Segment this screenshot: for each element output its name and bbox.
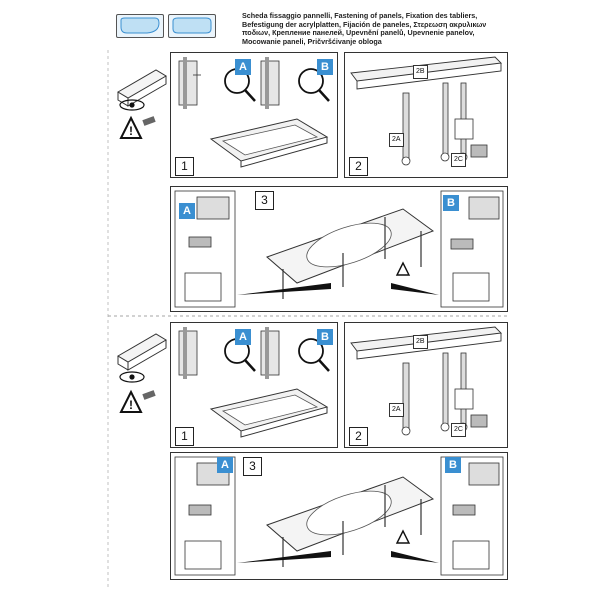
warning-icon: ! (119, 115, 156, 139)
label-2b: 2B (413, 65, 428, 79)
step-number: 2 (349, 427, 368, 446)
step-number: 1 (175, 427, 194, 446)
bathtub-thumbnail-icon (168, 14, 216, 38)
badge-a: A (235, 329, 251, 345)
step-2-panel: 2B 2A 2C 2 (344, 52, 508, 178)
badge-a: A (217, 457, 233, 473)
clip-icon (188, 504, 212, 516)
bathtub-thumbnail-icon (116, 14, 164, 38)
step-3-panel: A B 3 (170, 452, 508, 580)
panel-icon (196, 196, 230, 220)
step-number: 1 (175, 157, 194, 176)
label-2c: 2C (451, 423, 466, 437)
step-3-drawing (174, 190, 504, 308)
title-line: Befestigung der acrylplatten, Fijación d… (242, 19, 487, 29)
bathtub-outline-icon (172, 17, 212, 34)
clip-icon (188, 236, 212, 248)
screw-icon (401, 156, 411, 166)
label-2b: 2B (413, 335, 428, 349)
bathtub-outline-icon (120, 17, 160, 34)
badge-a: A (235, 59, 251, 75)
warning-icon: ! (119, 389, 156, 413)
step-2-panel: 2B 2A 2C 2 (344, 322, 508, 448)
badge-b: B (317, 329, 333, 345)
badge-b: B (445, 457, 461, 473)
svg-text:!: ! (129, 398, 133, 412)
step-3-panel: A B 3 (170, 186, 508, 312)
badge-a: A (179, 203, 195, 219)
label-2a: 2A (389, 403, 404, 417)
label-2c: 2C (451, 153, 466, 167)
eye-icon (119, 99, 145, 111)
step-1-drawing (178, 57, 330, 168)
step-number: 2 (349, 157, 368, 176)
page-title: Scheda fissaggio pannelli, Fastening of … (242, 11, 542, 46)
bathtub-overview-icon (117, 69, 167, 107)
badge-b: B (317, 59, 333, 75)
title-line: ποδιων, Крепление панелей, Upevnění pane… (242, 28, 475, 38)
step-1-drawing (178, 327, 330, 438)
step-1-panel: A B 1 (170, 322, 338, 448)
eye-icon (119, 371, 145, 383)
bathtub-overview-icon (117, 333, 167, 371)
svg-text:!: ! (129, 124, 133, 138)
badge-b: B (443, 195, 459, 211)
label-2a: 2A (389, 133, 404, 147)
step-3-drawing (174, 456, 504, 576)
step-number: 3 (255, 191, 274, 210)
title-line: Scheda fissaggio pannelli, Fastening of … (242, 11, 478, 20)
step-number: 3 (243, 457, 262, 476)
screw-icon (401, 426, 411, 436)
title-line: Mocowanie paneli, Pričvršćivanje obloga (242, 36, 382, 46)
step-1-panel: A B 1 (170, 52, 338, 178)
